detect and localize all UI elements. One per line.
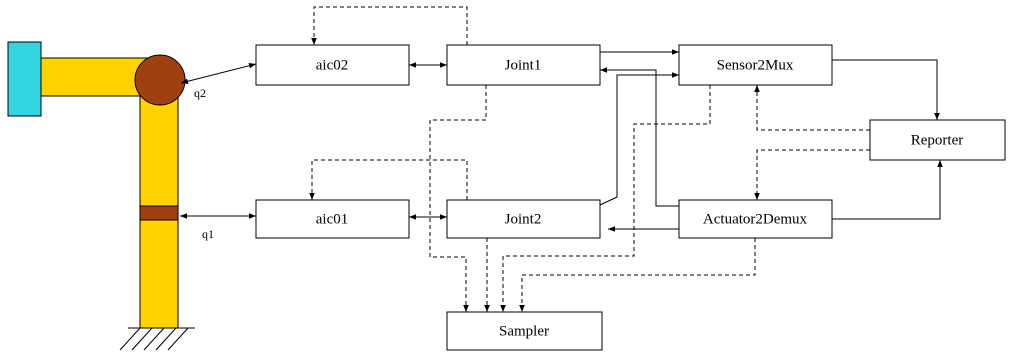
aic02-label: aic02 bbox=[316, 57, 348, 73]
end-effector bbox=[7, 41, 42, 117]
joint-q2 bbox=[134, 54, 186, 106]
block-sensor2mux: Sensor2Mux bbox=[678, 44, 833, 86]
q2-label: q2 bbox=[194, 86, 206, 100]
sampler-label: Sampler bbox=[499, 323, 549, 339]
q2-link bbox=[180, 63, 257, 84]
joint2-label: Joint2 bbox=[505, 211, 542, 227]
ground-hatching bbox=[119, 327, 195, 351]
sensor2mux-label: Sensor2Mux bbox=[717, 57, 794, 73]
block-actuator2demux: Actuator2Demux bbox=[678, 199, 833, 239]
joint-q1 bbox=[139, 205, 179, 221]
solid-connections bbox=[409, 49, 943, 232]
block-reporter: Reporter bbox=[869, 119, 1006, 161]
joint1-label: Joint1 bbox=[505, 57, 542, 73]
block-joint2: Joint2 bbox=[446, 199, 601, 239]
block-aic02: aic02 bbox=[255, 44, 410, 86]
q1-label: q1 bbox=[202, 227, 214, 241]
reporter-label: Reporter bbox=[911, 132, 963, 148]
block-joint1: Joint1 bbox=[446, 44, 601, 86]
dashed-connections bbox=[309, 6, 870, 312]
arm-vertical-link bbox=[139, 77, 179, 329]
block-sampler: Sampler bbox=[446, 311, 603, 351]
robot-arm bbox=[7, 41, 195, 351]
aic01-label: aic01 bbox=[316, 211, 348, 227]
block-aic01: aic01 bbox=[255, 199, 410, 239]
actuator2demux-label: Actuator2Demux bbox=[703, 211, 808, 227]
